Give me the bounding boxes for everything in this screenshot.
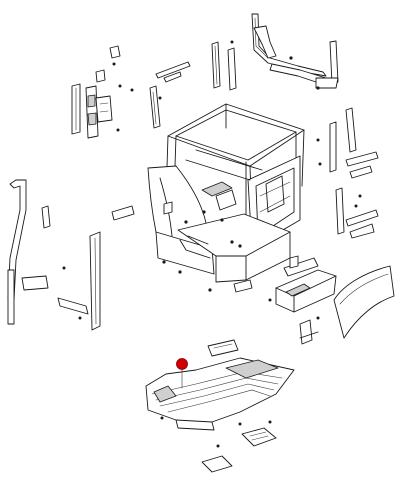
upper-cross-trim[interactable] bbox=[155, 61, 191, 83]
selected-part-marker[interactable] bbox=[176, 358, 188, 389]
clip-pair-left[interactable] bbox=[95, 62, 122, 88]
vertical-seal-right[interactable] bbox=[329, 40, 339, 85]
small-clip-top[interactable] bbox=[109, 45, 121, 59]
rear-pillar-right[interactable] bbox=[227, 40, 237, 91]
mat-front-plate[interactable] bbox=[207, 339, 239, 357]
door-seal-center-long[interactable] bbox=[89, 231, 101, 331]
small-screw-top-right[interactable] bbox=[289, 56, 320, 90]
lower-frame-strip[interactable] bbox=[269, 63, 339, 89]
small-trim-right-center[interactable] bbox=[233, 279, 253, 293]
floor-fasteners[interactable] bbox=[160, 416, 272, 448]
right-side-brackets[interactable] bbox=[316, 138, 379, 239]
door-seal-left-lower[interactable] bbox=[7, 269, 15, 325]
lower-trim-bars[interactable] bbox=[21, 266, 89, 320]
hinge-column-left[interactable] bbox=[71, 83, 81, 135]
rear-fender-panel[interactable] bbox=[333, 265, 395, 339]
mounting-bracket[interactable] bbox=[268, 298, 320, 345]
vertical-strip-a-pillar[interactable] bbox=[149, 85, 161, 129]
cab-fasteners[interactable] bbox=[162, 210, 242, 292]
right-pillar-seal[interactable] bbox=[329, 121, 345, 235]
door-glass-strip-small[interactable] bbox=[41, 205, 51, 229]
small-clip-mid-left[interactable] bbox=[111, 201, 173, 221]
step-tread[interactable] bbox=[283, 255, 319, 277]
step-box-assembly[interactable] bbox=[275, 269, 337, 313]
pedal-plate[interactable] bbox=[241, 427, 277, 447]
frame-corner-piece[interactable] bbox=[253, 25, 277, 59]
right-pillar-trim[interactable] bbox=[345, 107, 357, 153]
cab-frame[interactable] bbox=[147, 103, 305, 283]
accelerator-cover[interactable] bbox=[201, 455, 233, 473]
rear-pillar-left[interactable] bbox=[211, 41, 221, 89]
floor-mat[interactable] bbox=[145, 357, 295, 431]
latch-assembly[interactable] bbox=[85, 85, 99, 139]
latch-plate[interactable] bbox=[95, 95, 113, 123]
fasteners-left-cluster[interactable] bbox=[116, 88, 162, 132]
